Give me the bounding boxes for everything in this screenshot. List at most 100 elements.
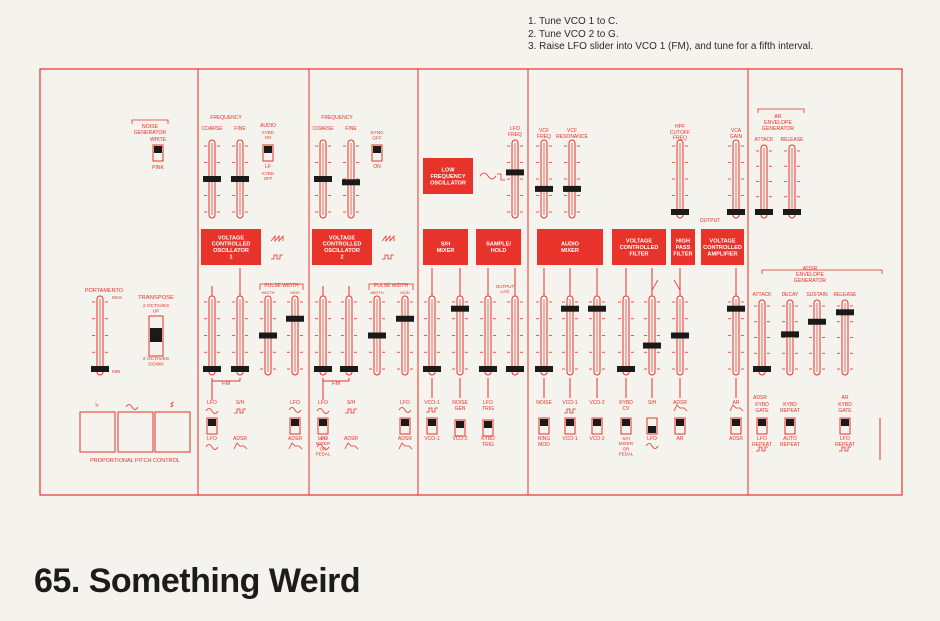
vco2-box	[312, 229, 372, 265]
slider-knob-mixer-vco1	[561, 305, 579, 312]
vco2-lfo-sh-switch	[317, 417, 329, 435]
noise-switch-lever	[154, 146, 162, 153]
vco2-adsr-label: ADSR	[344, 436, 358, 442]
ar-release-label: RELEASE	[780, 137, 804, 143]
slider-track-adsr-sustain	[813, 299, 821, 376]
vcf-adsr-switch	[674, 417, 686, 435]
slider-knob-vcf-kybd	[617, 366, 635, 372]
sh-vco2-label: VCO-2	[452, 436, 468, 442]
sync-switch-lever	[373, 146, 381, 153]
sh-trig-switch-lever	[484, 421, 492, 428]
lfo-box	[423, 158, 473, 194]
vco1-pw-sine-icon	[288, 407, 302, 413]
vco1-adsr-icon	[233, 442, 248, 450]
slider-track-hpf-cutoff	[676, 139, 684, 219]
slider-knob-sh-output-lag	[506, 366, 524, 372]
mixer-vco2-label: VCO-2	[589, 400, 605, 406]
sh-vco1-switch	[426, 417, 438, 435]
transpose-label: TRANSPOSE	[138, 295, 174, 301]
vcf-sh-switch	[646, 417, 658, 435]
portamento-label: PORTAMENTO	[85, 288, 124, 294]
mixer-vco1-switch-lever	[566, 419, 574, 426]
slider-track-vco2-fine	[347, 139, 355, 219]
vco1-lfo-label: LFO	[207, 400, 217, 406]
adsr-trigger-label: ADSR	[753, 395, 767, 401]
sync-on-label: ON	[373, 164, 381, 170]
slider-track-portamento	[96, 295, 104, 376]
vco1-pulse-width-label: PULSE WIDTH	[264, 283, 299, 289]
vca-switch	[730, 417, 742, 435]
vco2-pw-switch	[399, 417, 411, 435]
sh-trig-switch	[482, 419, 494, 437]
vco1-adsr-label: ADSR	[233, 436, 247, 442]
slider-knob-adsr-decay	[781, 331, 799, 338]
vco1-box	[201, 229, 261, 265]
vco2-lfo-sh-switch-lever	[319, 419, 327, 426]
panel-outline	[39, 68, 903, 496]
slider-track-vcf-resonance	[568, 139, 576, 219]
slider-knob-vcf-adsr	[671, 332, 689, 339]
vco1-lfo2-label: LFO	[207, 436, 217, 442]
vcf-adsr-icon	[673, 404, 688, 412]
slider-knob-mixer-vco2	[588, 305, 606, 312]
slider-track-vcf-freq	[540, 139, 548, 219]
vca-ar-label: AR	[733, 400, 740, 406]
slider-knob-vco1-fm-2	[231, 366, 249, 372]
vco2-pw-lfo-label: LFO	[400, 400, 410, 406]
vca-ar-icon	[729, 404, 744, 412]
transpose-switch-lever	[150, 328, 162, 342]
slider-knob-ar-attack	[755, 209, 773, 215]
vco1-sh-label: S/H	[236, 400, 245, 406]
noise-switch	[152, 144, 164, 162]
pitch-center-wave-icon	[125, 404, 139, 410]
vco1-pw-adsr-label: ADSR	[288, 436, 302, 442]
output-label: OUTPUT	[700, 218, 721, 224]
sample-hold-box-label: SAMPLE/HOLD	[486, 242, 511, 254]
slider-knob-vco2-pw-width	[368, 332, 386, 339]
vco1-fm-label: FM	[222, 381, 230, 387]
slider-knob-sh-vco1	[423, 366, 441, 372]
slider-knob-vcf-freq	[535, 185, 553, 192]
vcf-lfo-label: LFO	[647, 436, 657, 442]
instructions: 1. Tune VCO 1 to C. 2. Tune VCO 2 to G. …	[528, 16, 813, 54]
mixer-vco2-alt-label: VCO-2	[589, 436, 605, 442]
adsr-bracket	[761, 269, 883, 274]
ar-gate-switch-lever	[841, 419, 849, 426]
vcf-kybd-switch-lever	[622, 419, 630, 426]
vco2-mod-label: MOD	[400, 290, 409, 295]
vco2-fm-label: FM	[332, 381, 340, 387]
mixer-vco2-switch-lever	[593, 419, 601, 426]
sh-vco1-label: VCO-1	[424, 400, 440, 406]
vco1-sh-square-icon	[234, 408, 246, 414]
sh-mixer-box	[423, 229, 468, 265]
adsr-repeat-switch	[784, 417, 796, 435]
slider-knob-vco2-coarse	[314, 176, 332, 182]
vco1-saw-icon	[270, 234, 284, 243]
white-label: WHITE	[150, 137, 167, 143]
slider-knob-vca-ar	[727, 305, 745, 312]
vco2-sh-square-icon	[345, 408, 357, 414]
vco1-square-icon	[271, 254, 283, 260]
slider-knob-vcf-sh	[643, 342, 661, 349]
portamento-min-label: MIN	[112, 369, 120, 374]
pitch-pad-1	[117, 411, 154, 453]
slider-knob-adsr-attack	[753, 366, 771, 372]
slider-knob-vcf-resonance	[563, 185, 581, 192]
slider-knob-adsr-release	[836, 309, 854, 316]
ar-bracket	[757, 108, 805, 113]
vco2-frequency-label: FREQUENCY	[321, 115, 353, 121]
